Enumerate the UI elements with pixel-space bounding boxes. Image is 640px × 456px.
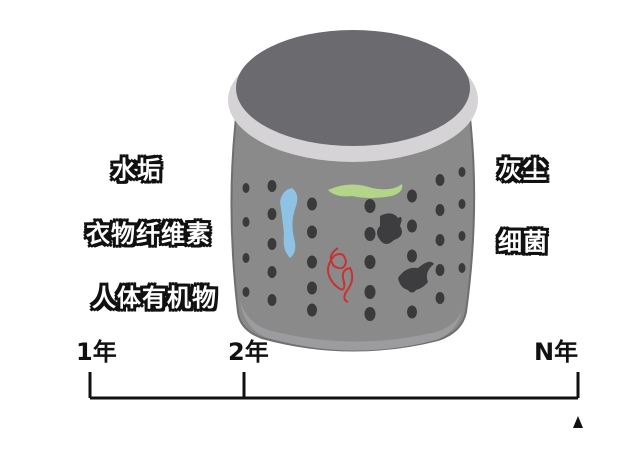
timeline-axis <box>88 372 580 400</box>
drum-hole <box>267 266 277 278</box>
drum-hole <box>242 183 250 193</box>
drum-hole <box>242 217 250 227</box>
drum-hole <box>242 253 250 263</box>
drum-hole <box>307 303 317 317</box>
drum-hole <box>267 180 277 192</box>
drum-hole <box>458 231 466 241</box>
label-organic-matter: 人体有机物 <box>92 284 217 312</box>
drum-holes <box>242 167 466 321</box>
timeline-arrow-icon <box>573 416 583 428</box>
drum-hole <box>458 263 466 273</box>
dark-stain-1 <box>377 213 402 244</box>
drum-hole <box>407 249 417 263</box>
drum-hole <box>364 227 376 241</box>
drum-hole <box>458 167 466 177</box>
label-scale: 水垢 <box>112 156 162 184</box>
drum-hole <box>267 294 277 306</box>
drum-hole <box>407 305 417 319</box>
red-squiggle <box>327 247 354 303</box>
drum-hole <box>435 204 445 216</box>
label-dust: 灰尘 <box>498 156 548 184</box>
blue-stain <box>280 188 298 258</box>
drum-hole <box>364 307 376 321</box>
drum-hole <box>307 281 317 295</box>
drum-hole <box>407 219 417 233</box>
drum-bottom-rim <box>240 300 464 351</box>
drum-hole <box>458 199 466 209</box>
drum-hole <box>307 197 317 211</box>
tick-label-n-year: N年 <box>534 338 579 366</box>
drum-hole <box>307 225 317 239</box>
drum-hole <box>364 255 376 269</box>
drum-hole <box>407 189 417 203</box>
drum-hole <box>435 292 445 304</box>
label-bacteria: 细菌 <box>498 228 548 256</box>
label-fabric-fiber: 衣物纤维素 <box>86 220 211 248</box>
drum-hole <box>364 199 376 213</box>
drum-hole <box>242 287 250 297</box>
drum-hole <box>267 208 277 220</box>
tick-label-2-year: 2年 <box>228 338 269 366</box>
drum-hole <box>435 264 445 276</box>
drum-lid <box>236 30 470 146</box>
drum-hole <box>267 238 277 250</box>
tick-label-1-year: 1年 <box>76 338 117 366</box>
drum-hole <box>435 234 445 246</box>
drum-hole <box>307 255 317 269</box>
drum-hole <box>435 174 445 186</box>
dark-stain-2 <box>398 261 434 291</box>
drum-hole <box>364 285 376 299</box>
green-stain <box>328 184 403 198</box>
